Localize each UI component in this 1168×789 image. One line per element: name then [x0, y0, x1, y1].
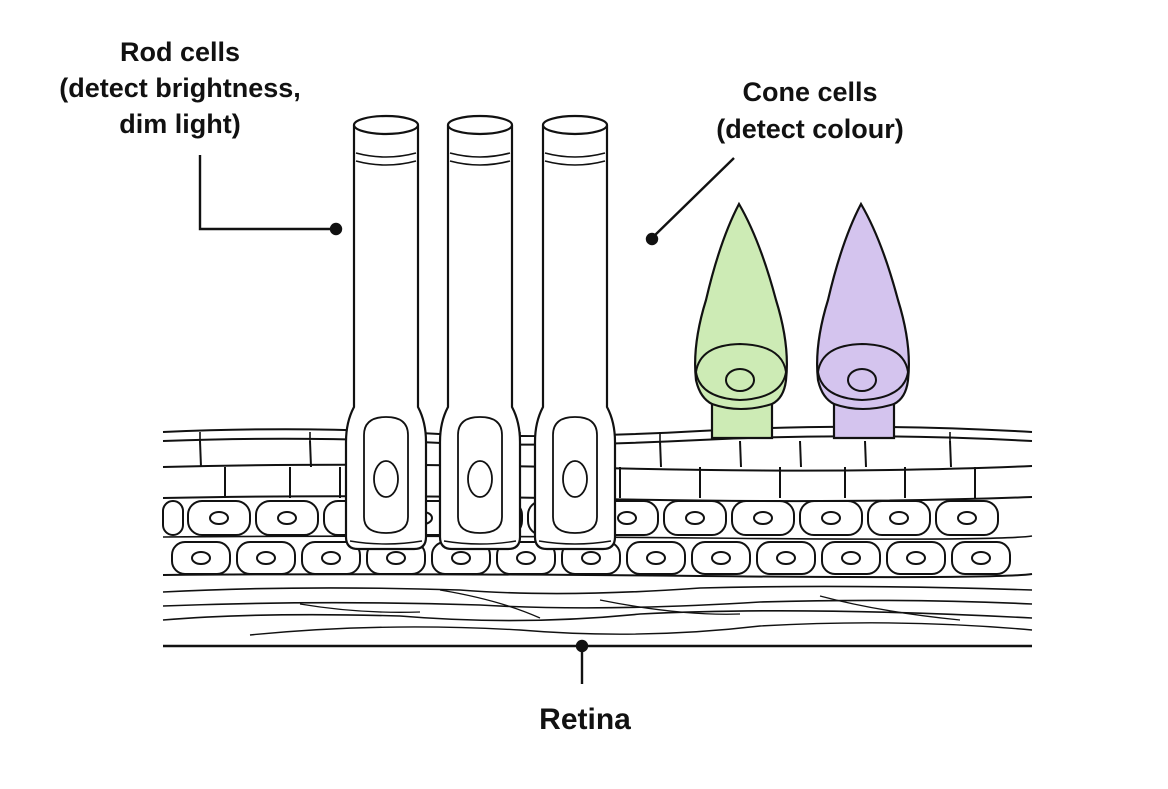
tissue-cell [626, 541, 686, 575]
cell-nucleus [685, 511, 705, 525]
tissue-cell [236, 541, 296, 575]
cell-nucleus [821, 511, 841, 525]
cell-nucleus [646, 551, 666, 565]
cell-nucleus [191, 551, 211, 565]
tissue-cell-divider [739, 440, 742, 468]
tissue-cell [691, 541, 751, 575]
tissue-cell-divider [659, 440, 662, 468]
cell-nucleus [753, 511, 773, 525]
rod-label: Rod cells (detect brightness, dim light) [59, 37, 301, 139]
tissue-cell [496, 541, 556, 575]
cone-cell-green [694, 201, 788, 440]
tissue-cell [663, 500, 727, 536]
rod-cell [533, 114, 617, 551]
tissue-cell-divider [309, 440, 312, 468]
tissue-cell-divider [199, 440, 202, 468]
cell-nucleus [209, 511, 229, 525]
cell-nucleus [581, 551, 601, 565]
cell-nucleus [617, 511, 637, 525]
tissue-cell [799, 500, 863, 536]
tissue-cell [187, 500, 251, 536]
cell-nucleus [906, 551, 926, 565]
cell-nucleus [256, 551, 276, 565]
tissue-cell [756, 541, 816, 575]
rod-label-line3: dim light) [119, 109, 240, 139]
cone-cell-violet [816, 201, 910, 440]
cell-nucleus [889, 511, 909, 525]
retina-leader-line [575, 639, 589, 684]
retina-label: Retina [539, 703, 631, 736]
tissue-cell [171, 541, 231, 575]
cell-nucleus [386, 551, 406, 565]
cone-label-line2: (detect colour) [716, 114, 904, 144]
cell-nucleus [516, 551, 536, 565]
rod-label-line2: (detect brightness, [59, 73, 301, 103]
rod-cell [344, 114, 428, 551]
tissue-cell [951, 541, 1011, 575]
cell-nucleus [451, 551, 471, 565]
tissue-cell [886, 541, 946, 575]
cone-label: Cone cells (detect colour) [716, 77, 904, 144]
tissue-cell [867, 500, 931, 536]
tissue-cell [255, 500, 319, 536]
rod-label-line1: Rod cells [120, 37, 240, 67]
cone-label-line1: Cone cells [742, 77, 877, 107]
tissue-cell [162, 500, 184, 536]
tissue-cell [301, 541, 361, 575]
tissue-cell [731, 500, 795, 536]
cell-nucleus [776, 551, 796, 565]
retina-tissue [162, 425, 1033, 648]
cell-nucleus [277, 511, 297, 525]
cell-nucleus [841, 551, 861, 565]
cell-nucleus [971, 551, 991, 565]
cell-nucleus [957, 511, 977, 525]
rod-leader-line [198, 155, 343, 236]
tissue-cell-divider [864, 440, 867, 468]
rod-cell [438, 114, 522, 551]
cell-nucleus [711, 551, 731, 565]
tissue-cell [935, 500, 999, 536]
tissue-cell-divider [799, 440, 802, 468]
tissue-cell-divider [949, 440, 952, 468]
tissue-cell [821, 541, 881, 575]
cell-nucleus [321, 551, 341, 565]
cone-leader-line [645, 157, 735, 246]
